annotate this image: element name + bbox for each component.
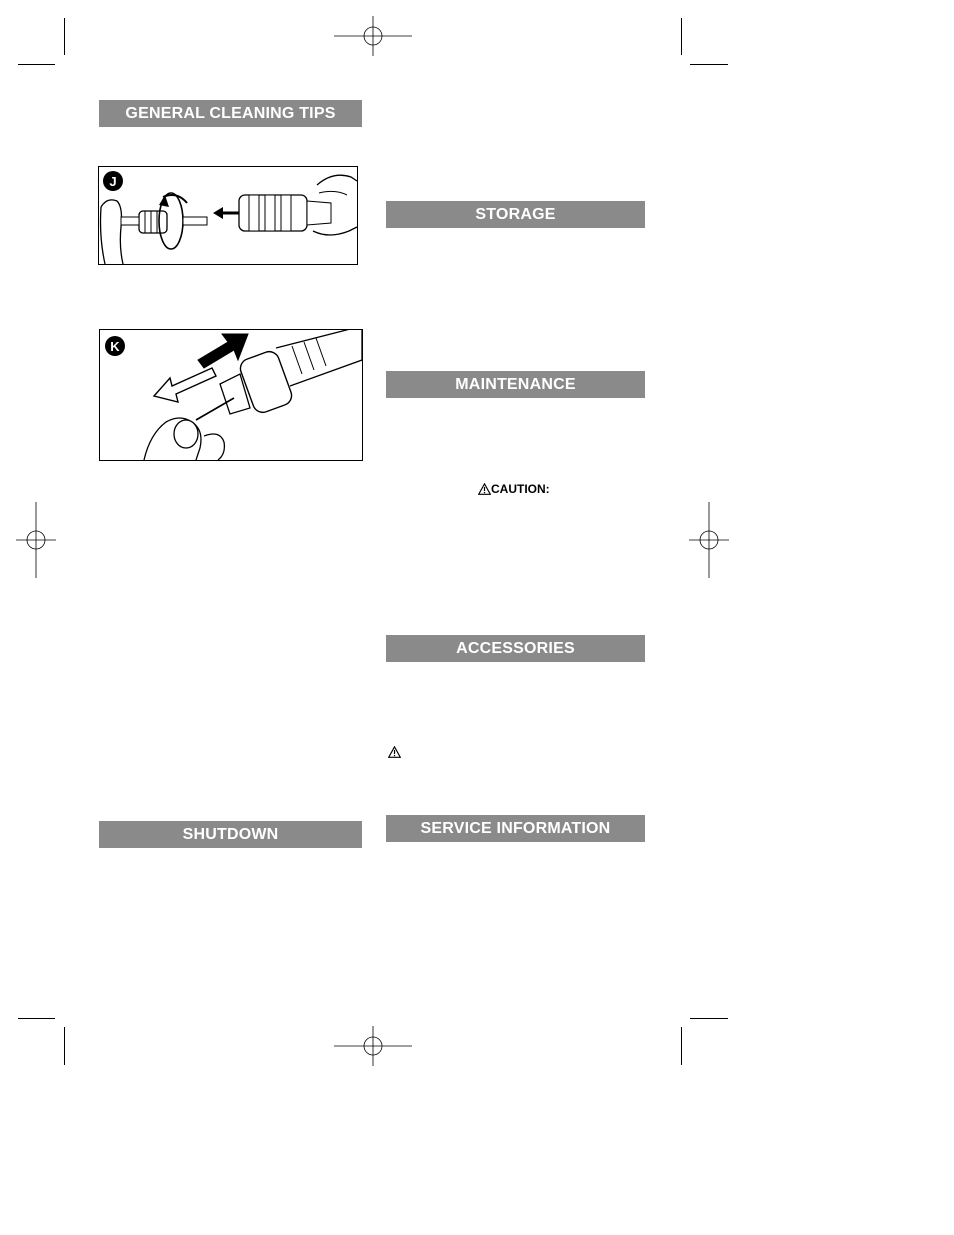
crop-mark-bottom-left-vertical: [64, 1027, 65, 1065]
section-header-maintenance: MAINTENANCE: [386, 371, 645, 398]
registration-mark-icon: [16, 502, 56, 578]
section-header-storage: STORAGE: [386, 201, 645, 228]
section-header-general-cleaning-tips: GENERAL CLEANING TIPS: [99, 100, 362, 127]
crop-mark-bottom-right-horizontal: [690, 1018, 728, 1019]
section-header-accessories: ACCESSORIES: [386, 635, 645, 662]
figure-k-illustration: K: [99, 329, 363, 461]
crop-mark-bottom-right-vertical: [681, 1027, 682, 1065]
figure-j-label: J: [103, 171, 123, 191]
warning-triangle-icon: [387, 745, 402, 763]
crop-mark-top-right-vertical: [681, 18, 682, 55]
figure-j-illustration: J: [98, 166, 358, 265]
section-header-service-information: SERVICE INFORMATION: [386, 815, 645, 842]
registration-mark-icon: [334, 1026, 412, 1066]
crop-mark-top-right-horizontal: [690, 64, 728, 65]
caution-label: CAUTION:: [491, 482, 550, 496]
crop-mark-top-left-horizontal: [18, 64, 55, 65]
crop-mark-bottom-left-horizontal: [18, 1018, 55, 1019]
figure-k-label: K: [105, 336, 125, 356]
warning-triangle-icon: [477, 482, 492, 500]
crop-mark-top-left-vertical: [64, 18, 65, 55]
registration-mark-icon: [334, 16, 412, 56]
registration-mark-icon: [689, 502, 729, 578]
section-header-shutdown: SHUTDOWN: [99, 821, 362, 848]
